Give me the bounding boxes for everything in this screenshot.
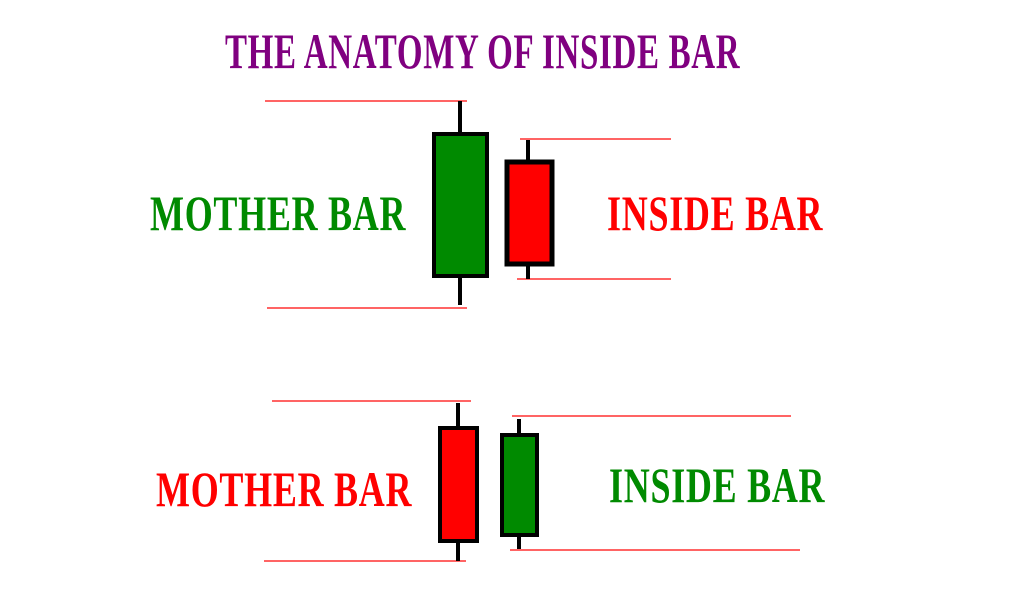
bottom-mother-label: MOTHER BAR <box>156 461 413 517</box>
mother-candle-red <box>438 426 479 543</box>
mother-candle-green <box>432 132 489 278</box>
top-inside-label: INSIDE BAR <box>607 185 824 241</box>
title: THE ANATOMY OF INSIDE BAR <box>225 23 741 79</box>
bottom-inside-label: INSIDE BAR <box>609 457 826 513</box>
inside-candle-red <box>504 159 555 267</box>
top-mother-label: MOTHER BAR <box>150 185 407 241</box>
inside-candle-green <box>500 433 539 537</box>
